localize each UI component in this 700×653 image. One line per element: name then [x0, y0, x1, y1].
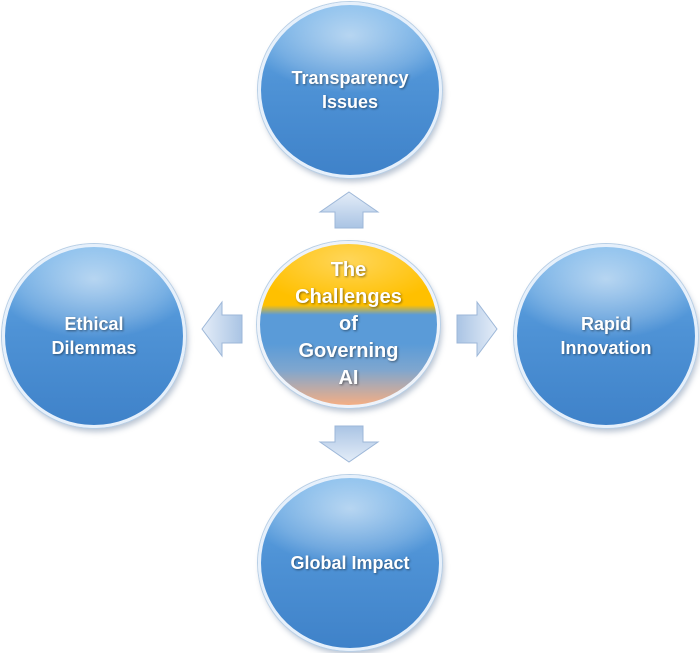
node-label: Rapid Innovation — [560, 314, 652, 358]
arrow-up-icon — [318, 190, 380, 230]
node-transparency-issues: Transparency Issues — [258, 2, 442, 178]
arrow-left-icon — [200, 300, 244, 358]
node-ethical-dilemmas: Ethical Dilemmas — [2, 244, 186, 428]
node-center-challenges: The Challenges of Governing AI — [257, 241, 440, 408]
node-label: Transparency Issues — [291, 68, 409, 112]
node-global-impact: Global Impact — [258, 475, 442, 651]
arrow-right-icon — [455, 300, 499, 358]
arrow-down-icon — [318, 424, 380, 464]
center-label: The Challenges of Governing AI — [295, 259, 402, 389]
node-label: Ethical Dilemmas — [51, 314, 137, 358]
node-rapid-innovation: Rapid Innovation — [514, 244, 698, 428]
node-label: Global Impact — [290, 553, 410, 573]
